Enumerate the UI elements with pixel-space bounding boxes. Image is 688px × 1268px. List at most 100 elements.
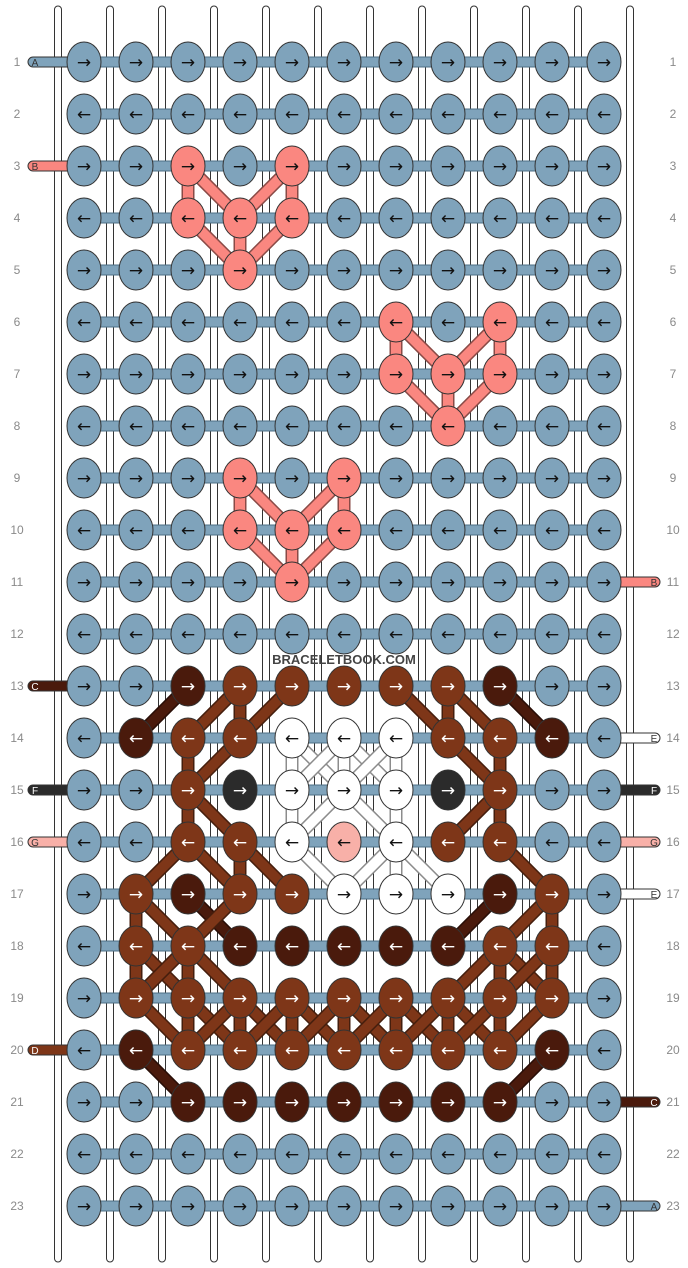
knot-shape [222, 873, 258, 915]
knot: ← [274, 509, 310, 551]
knot: → [274, 457, 310, 499]
knot-arrow-icon: → [493, 781, 507, 801]
knot: ← [534, 509, 570, 551]
knot-arrow-icon: ← [337, 1041, 351, 1061]
knot-arrow-icon: ← [77, 417, 91, 437]
row-number-right: 17 [666, 887, 680, 901]
knot-arrow-icon: ← [337, 1145, 351, 1165]
knot-arrow-icon: ← [597, 937, 611, 957]
knot: ← [170, 613, 206, 655]
knot-arrow-icon: ← [545, 625, 559, 645]
knot-arrow-icon: ← [181, 521, 195, 541]
knot: ← [586, 1029, 622, 1071]
knot: → [170, 561, 206, 603]
knot: → [482, 41, 518, 83]
knot-arrow-icon: → [597, 573, 611, 593]
row-number-left: 19 [10, 991, 24, 1005]
knot-shape [118, 93, 154, 135]
row-number-left: 23 [10, 1199, 24, 1213]
knot-arrow-icon: → [493, 365, 507, 385]
knot: ← [274, 1029, 310, 1071]
knot-arrow-icon: ← [233, 313, 247, 333]
knot-shape [326, 717, 362, 759]
knot: → [378, 145, 414, 187]
knot-arrow-icon: → [389, 261, 403, 281]
knot: ← [66, 1133, 102, 1175]
knot-shape [326, 405, 362, 447]
knot: ← [222, 1029, 258, 1071]
knot-arrow-icon: ← [493, 417, 507, 437]
row-number-right: 6 [670, 315, 677, 329]
row-number-right: 5 [670, 263, 677, 277]
knot-arrow-icon: → [337, 677, 351, 697]
knot-shape [378, 353, 414, 395]
knot-shape [66, 873, 102, 915]
knot-arrow-icon: ← [597, 1041, 611, 1061]
knot-arrow-icon: → [337, 885, 351, 905]
knot-arrow-icon: ← [493, 105, 507, 125]
knot: ← [326, 405, 362, 447]
knot-shape [482, 561, 518, 603]
knot-shape [378, 873, 414, 915]
knot-shape [274, 41, 310, 83]
knot: → [274, 561, 310, 603]
knot-arrow-icon: ← [285, 625, 299, 645]
strand-letter: B [651, 578, 658, 589]
knot: → [66, 457, 102, 499]
knot: → [66, 561, 102, 603]
knot-arrow-icon: → [441, 261, 455, 281]
knot-shape [170, 717, 206, 759]
knot-shape [222, 197, 258, 239]
row-number-right: 23 [666, 1199, 680, 1213]
knot: → [586, 41, 622, 83]
knot-arrow-icon: → [441, 365, 455, 385]
strand-letter: C [31, 682, 38, 693]
knot: ← [586, 1133, 622, 1175]
knot: → [170, 1081, 206, 1123]
knot: → [378, 457, 414, 499]
knot: → [586, 665, 622, 707]
knot: ← [378, 717, 414, 759]
knot-arrow-icon: → [389, 989, 403, 1009]
row-number-right: 13 [666, 679, 680, 693]
knot: ← [66, 301, 102, 343]
knot: ← [222, 509, 258, 551]
knot-shape [222, 93, 258, 135]
row-number-right: 4 [670, 211, 677, 225]
knot-arrow-icon: → [129, 1197, 143, 1217]
knot: → [482, 977, 518, 1019]
knot-arrow-icon: ← [181, 417, 195, 437]
row-number-right: 9 [670, 471, 677, 485]
knot-arrow-icon: ← [233, 937, 247, 957]
knot-arrow-icon: ← [285, 521, 299, 541]
row-number-left: 7 [14, 367, 21, 381]
knot: → [222, 665, 258, 707]
knot: ← [378, 613, 414, 655]
knot: ← [430, 197, 466, 239]
knot-shape [534, 405, 570, 447]
knot-shape [274, 145, 310, 187]
knot: ← [222, 405, 258, 447]
knot-shape [66, 1029, 102, 1071]
knot-shape [326, 509, 362, 551]
knot-arrow-icon: → [77, 469, 91, 489]
knot: ← [222, 301, 258, 343]
knot-shape [534, 925, 570, 967]
knot-shape [222, 41, 258, 83]
knot-shape [170, 1029, 206, 1071]
knot-shape [482, 197, 518, 239]
knot-arrow-icon: → [233, 365, 247, 385]
knot-arrow-icon: → [337, 365, 351, 385]
knot-shape [274, 249, 310, 291]
knot-shape [586, 821, 622, 863]
knot-arrow-icon: → [285, 1093, 299, 1113]
knot-shape [274, 353, 310, 395]
knot-arrow-icon: ← [545, 313, 559, 333]
knot-shape [586, 509, 622, 551]
knot: ← [378, 1029, 414, 1071]
knot: → [274, 145, 310, 187]
knot: → [534, 1081, 570, 1123]
knot: → [274, 353, 310, 395]
knot-arrow-icon: → [77, 677, 91, 697]
knot-shape [118, 353, 154, 395]
